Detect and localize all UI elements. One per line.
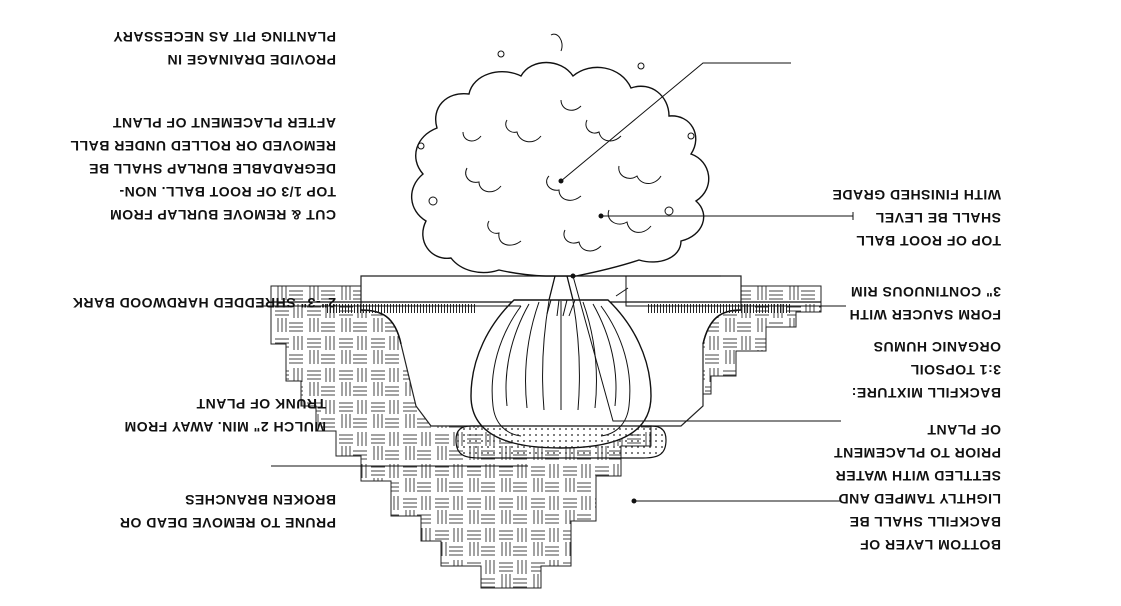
trunk-base	[546, 299, 576, 317]
callout-drainage: PROVIDE DRAINAGE IN PLANTING PIT AS NECE…	[112, 29, 336, 68]
mulch-layer-left	[646, 304, 791, 313]
callout-bark: 2"-3" SHREDDED HARDWOOD BARK	[72, 295, 336, 311]
trunk	[548, 275, 574, 301]
mulch-layer-right	[326, 304, 476, 313]
callout-burlap: CUT & REMOVE BURLAP FROM TOP 1/3 OF ROOT…	[70, 115, 336, 223]
callout-bottom-layer: BOTTOM LAYER OF BACKFILL SHALL BE LIGHTL…	[833, 422, 1001, 553]
canopy-detail	[417, 33, 695, 252]
leader-lines	[256, 62, 854, 504]
callout-prune: PRUNE TO REMOVE DEAD OR BROKEN BRANCHES	[119, 492, 336, 531]
canopy	[410, 61, 710, 277]
callout-saucer: FORM SAUCER WITH 3" CONTINUOUS RIM	[849, 284, 1001, 323]
callout-mulch: MULCH 2" MIN. AWAY FROM TRUNK OF PLANT	[124, 396, 326, 435]
bottom-backfill-layer	[455, 425, 667, 459]
callout-backfill: BACKFILL MIXTURE: 3:1 TOPSOIL ORGANIC HU…	[851, 339, 1001, 401]
callout-root-ball: TOP OF ROOT BALL SHALL BE LEVEL WITH FIN…	[832, 187, 1001, 249]
